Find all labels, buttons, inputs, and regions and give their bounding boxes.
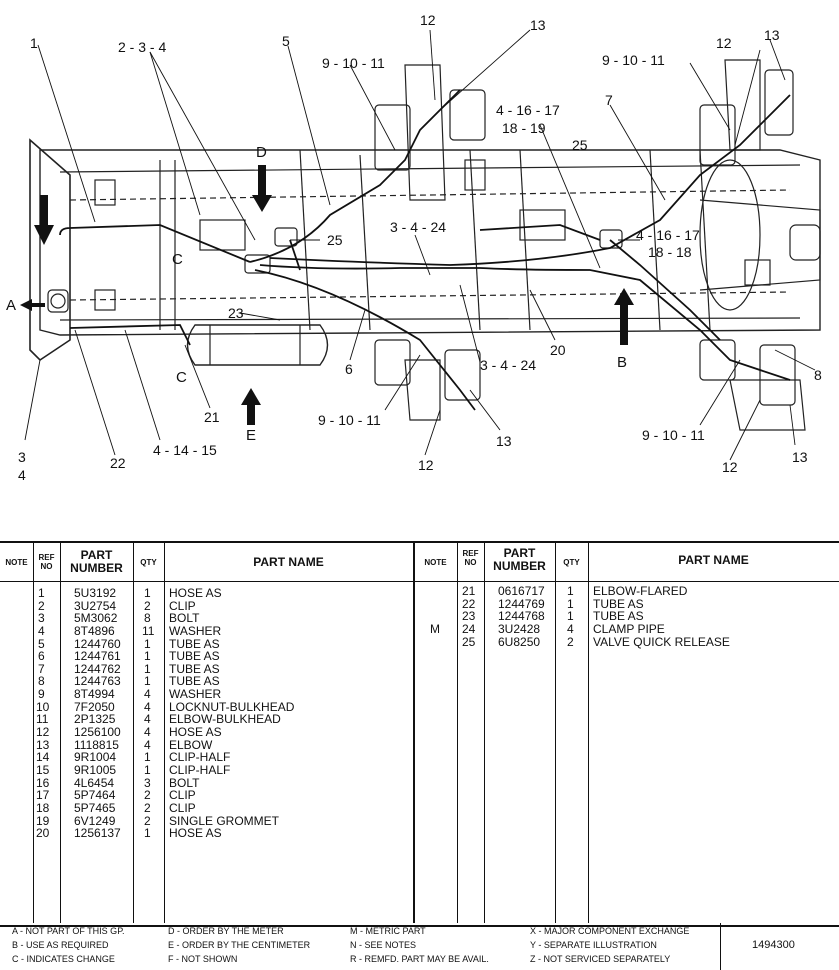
document-number: 1494300 [752,939,795,951]
header-part-number-right: PART NUMBER [493,546,546,573]
callout-5: 5 [282,33,290,49]
callout-12-bottom-left: 12 [418,457,434,473]
legend-f: F - NOT SHOWN [168,954,238,964]
callout-9-10-11-bottom-left: 9 - 10 - 11 [318,412,381,428]
view-label-c-top: C [172,251,183,268]
parts-list-table: NOTE REF NO PART NUMBER QTY PART NAME NO… [0,541,839,927]
callout-12-bottom-right: 12 [722,459,738,475]
callout-18-19: 18 - 19 [502,120,546,136]
callout-25-left: 25 [327,232,343,248]
legend-x: X - MAJOR COMPONENT EXCHANGE [530,926,690,936]
header-part-name-left: PART NAME [253,555,324,569]
callout-20: 20 [550,342,566,358]
callout-7: 7 [605,92,613,108]
header-qty-right: QTY [563,558,580,567]
legend-c: C - INDICATES CHANGE [12,954,115,964]
callout-4: 4 [18,467,26,483]
view-label-c-bottom: C [176,369,187,386]
callout-4-14-15: 4 - 14 - 15 [153,442,217,458]
legend-m: M - METRIC PART [350,926,426,936]
callout-22: 22 [110,455,126,471]
header-note-left: NOTE [5,558,28,567]
view-label-d: D [256,144,267,161]
callout-12-top-right: 12 [716,35,732,51]
callout-25-right: 25 [572,137,588,153]
view-label-e: E [246,427,256,444]
callout-21: 21 [204,409,220,425]
legend-b: B - USE AS REQUIRED [12,940,109,950]
callout-13-bottom-right: 13 [792,449,808,465]
callout-2-3-4: 2 - 3 - 4 [118,39,166,55]
notes-legend: A - NOT PART OF THIS GP. B - USE AS REQU… [0,923,839,970]
callout-13-bottom-left: 13 [496,433,512,449]
header-ref-no-left: REF NO [38,553,55,571]
header-ref-no-right: REF NO [462,549,479,567]
callout-3-4-24-bottom: 3 - 4 - 24 [480,357,536,373]
callout-9-10-11-top-right: 9 - 10 - 11 [602,52,665,68]
callout-13-top-left: 13 [530,17,546,33]
header-qty-left: QTY [140,558,157,567]
callout-3: 3 [18,449,26,465]
header-part-name-right: PART NAME [678,553,749,567]
callout-3-4-24-top: 3 - 4 - 24 [390,219,446,235]
callout-9-10-11-bottom-right: 9 - 10 - 11 [642,427,705,443]
header-note-right: NOTE [424,558,447,567]
callout-4-16-17-top: 4 - 16 - 17 [496,102,560,118]
legend-n: N - SEE NOTES [350,940,417,950]
callout-4-16-17-right: 4 - 16 - 17 [636,227,700,243]
callout-9-10-11-top-left: 9 - 10 - 11 [322,55,385,71]
chassis-air-line-diagram: 1 2 - 3 - 4 5 9 - 10 - 11 12 13 4 - 16 -… [6,12,822,483]
view-label-a: A [6,297,16,314]
legend-e: E - ORDER BY THE CENTIMETER [168,940,311,950]
callout-12-top-left: 12 [420,12,436,28]
callout-18-18: 18 - 18 [648,244,692,260]
header-part-number-left: PART NUMBER [70,548,123,575]
callout-1: 1 [30,35,38,51]
legend-z: Z - NOT SERVICED SEPARATELY [530,954,671,964]
callout-23: 23 [228,305,244,321]
view-label-b: B [617,354,627,371]
legend-a: A - NOT PART OF THIS GP. [12,926,125,936]
callout-6: 6 [345,361,353,377]
callout-13-top-right: 13 [764,27,780,43]
callout-8: 8 [814,367,822,383]
legend-y: Y - SEPARATE ILLUSTRATION [530,940,657,950]
legend-d: D - ORDER BY THE METER [168,926,284,936]
legend-r: R - REMFD. PART MAY BE AVAIL. [350,954,489,964]
